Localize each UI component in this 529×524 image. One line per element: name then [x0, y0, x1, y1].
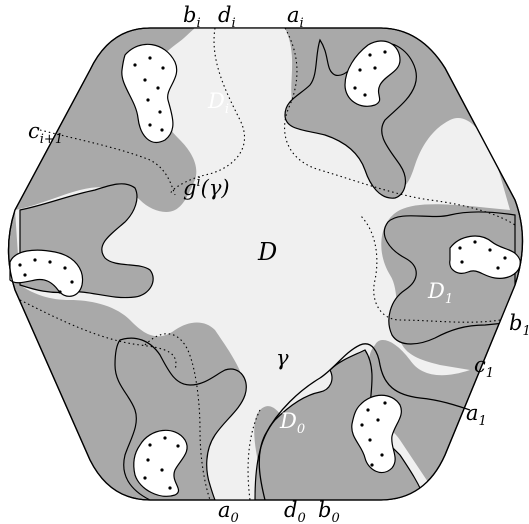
label-a-i: ai [287, 3, 304, 31]
label-a-1: a1 [466, 401, 487, 429]
label-D-0: D0 [279, 409, 305, 437]
label-c-i1: ci+1 [28, 119, 63, 147]
central-region-D [15, 28, 510, 500]
dotted-blob-left [9, 249, 84, 297]
label-a-0: a0 [218, 498, 239, 524]
label-c-1: c1 [474, 353, 494, 381]
label-d-i: di [218, 3, 236, 31]
region-Di [195, 28, 285, 136]
dotted-blob-bottom-right [351, 394, 402, 473]
dotted-blob-top-right [344, 40, 401, 107]
gamma-curve [258, 343, 471, 501]
label-b-i: bi [183, 3, 201, 31]
blob-dots [18, 50, 507, 490]
dotted-blob-right [449, 235, 521, 279]
hexagon-outline [7, 27, 524, 501]
dotted-curves [19, 27, 516, 501]
label-b-0: b0 [318, 498, 340, 524]
label-D: D [257, 238, 277, 266]
label-b-1: b1 [509, 311, 529, 339]
label-D-i: Di [207, 89, 229, 117]
label-gamma: γ [276, 346, 289, 370]
label-d-0: d0 [284, 498, 306, 524]
label-D-1: D1 [427, 279, 453, 307]
dotted-blob-bottom-left [133, 429, 188, 497]
label-g-gamma: gi(γ) [183, 175, 230, 200]
